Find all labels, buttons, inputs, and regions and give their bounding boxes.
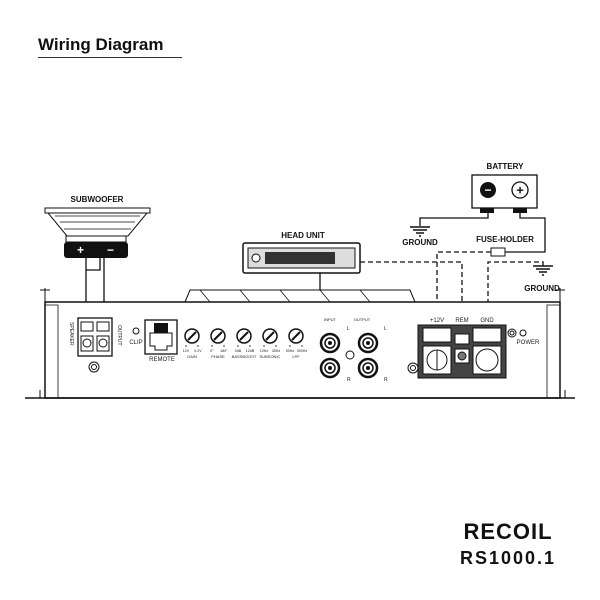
battery-plus: + [516, 183, 524, 198]
speaker-label: SPEAKER [68, 322, 74, 346]
terminal-gnd-label: GND [480, 318, 494, 324]
remote-wire [360, 261, 463, 305]
speaker-output-terminal [77, 317, 113, 357]
rca-output-r[interactable] [357, 357, 379, 379]
subwoofer: + − [44, 207, 151, 258]
input-r-label: R [347, 377, 351, 383]
rca-jacks [319, 332, 379, 379]
screw-icon [345, 350, 355, 360]
input-label: INPUT [324, 317, 337, 322]
terminal-rem-label: REM [455, 318, 468, 324]
knob-min-label: 12V [183, 349, 190, 353]
ground-icon [533, 265, 553, 276]
model-name: RS1000.1 [460, 548, 556, 568]
battery: − + [471, 174, 538, 213]
knob-name-label: GAIN [187, 354, 197, 359]
battery-fuse-wire [505, 208, 546, 253]
screw-icon [407, 362, 419, 374]
knob-min-label: 10Hz [260, 349, 269, 353]
knob-phase[interactable]: 0° 180°PHASE [210, 328, 228, 359]
screw-icon [88, 361, 100, 373]
rca-input-r[interactable] [319, 357, 341, 379]
page-title: Wiring Diagram [38, 35, 164, 54]
knob-name-label: BASSBOOST [232, 354, 257, 359]
power-terminal-block [417, 324, 507, 379]
rca-input-l[interactable] [319, 332, 341, 354]
power-label: POWER [517, 340, 540, 346]
knob-min-label: 0dB [235, 349, 242, 353]
knob-name-label: LPF [292, 354, 300, 359]
ground-left-label: GROUND [402, 238, 438, 247]
amplifier [25, 288, 575, 399]
rca-output-l[interactable] [357, 332, 379, 354]
remote-label: REMOTE [149, 357, 175, 363]
fuse-holder-label: FUSE-HOLDER [476, 235, 534, 244]
battery-label: BATTERY [487, 162, 525, 171]
battery-minus: − [484, 183, 491, 197]
output-l-label: L [384, 326, 387, 332]
knob-min-label: 0° [210, 349, 214, 353]
knob-max-label: 300Hz [297, 349, 308, 353]
clip-label: CLIP [129, 340, 142, 346]
ground-icon [410, 226, 430, 237]
recoil-logo: RECOIL [463, 519, 552, 544]
output-rca-label: OUTPUT [354, 317, 371, 322]
knob-name-label: SUBSONIC [260, 354, 281, 359]
knob-min-label: 50Hz [286, 349, 295, 353]
knob-max-label: 0.2V [194, 349, 202, 353]
output-r-label: R [384, 377, 388, 383]
output-label: OUTPUT [116, 325, 122, 346]
knob-max-label: 180° [220, 349, 228, 353]
power-led [507, 328, 527, 338]
clip-led [132, 327, 140, 335]
terminal-12v-label: +12V [430, 318, 444, 324]
plus-symbol: + [77, 243, 84, 257]
head-unit [242, 242, 361, 274]
subwoofer-label: SUBWOOFER [71, 195, 124, 204]
battery-ground-wire [419, 208, 489, 226]
input-l-label: L [347, 326, 350, 332]
minus-symbol: − [107, 243, 114, 257]
knob-max-label: 12dB [246, 349, 255, 353]
ground-right-label: GROUND [524, 284, 560, 293]
head-unit-label: HEAD UNIT [281, 231, 325, 240]
power-wire [436, 251, 491, 305]
ground-wire [487, 261, 544, 305]
title-underline [38, 57, 182, 58]
fuse-icon [490, 247, 506, 257]
remote-port[interactable] [144, 319, 178, 355]
knob-max-label: 35Hz [272, 349, 281, 353]
knob-name-label: PHASE [211, 354, 225, 359]
